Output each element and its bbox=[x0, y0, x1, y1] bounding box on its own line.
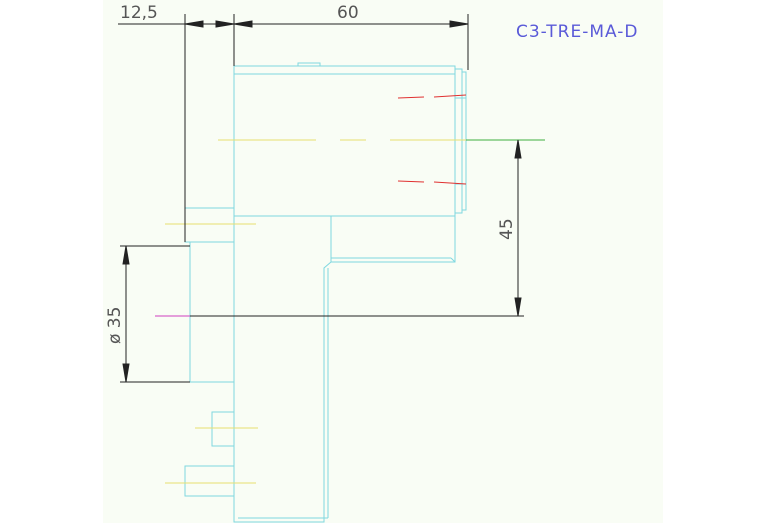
dim-12-5-arrow-left bbox=[184, 20, 204, 28]
centerlines bbox=[155, 94, 545, 484]
centerline-red-lower-2 bbox=[433, 181, 467, 185]
step-shelf-chamfer bbox=[450, 257, 456, 263]
dim-label-diameter-35: ø 35 bbox=[105, 307, 125, 344]
centerline-red-lower-1 bbox=[397, 180, 425, 183]
vertical-stem bbox=[233, 216, 332, 523]
dim-60-arrow-left bbox=[233, 20, 253, 28]
dim-12-5-arrow-right bbox=[215, 20, 235, 28]
dim-label-60: 60 bbox=[337, 3, 359, 23]
dim-45-arrow-top bbox=[514, 139, 522, 159]
dim-label-12-5: 12,5 bbox=[120, 3, 158, 23]
dim-label-45: 45 bbox=[497, 218, 517, 240]
drawing-title: C3-TRE-MA-D bbox=[516, 22, 638, 42]
centerline-red-upper-1 bbox=[397, 96, 425, 99]
part-outline bbox=[184, 62, 467, 523]
lower-stud-upper bbox=[211, 411, 235, 447]
dim-35-arrow-top bbox=[122, 245, 130, 265]
centerline-red-upper-2 bbox=[433, 94, 467, 98]
top-nub bbox=[297, 62, 321, 67]
dim-35-arrow-bottom bbox=[122, 363, 130, 383]
right-flange bbox=[454, 68, 463, 214]
dimension-lines bbox=[118, 14, 524, 383]
upper-body bbox=[233, 65, 456, 217]
dim-45-arrow-bottom bbox=[514, 297, 522, 317]
dim-60-arrow-right bbox=[449, 20, 469, 28]
step-shelf bbox=[331, 215, 456, 263]
lower-stud-lower bbox=[184, 465, 235, 497]
left-boss-body bbox=[189, 241, 235, 383]
right-flange-outer bbox=[461, 71, 467, 211]
left-boss-top bbox=[184, 207, 235, 243]
